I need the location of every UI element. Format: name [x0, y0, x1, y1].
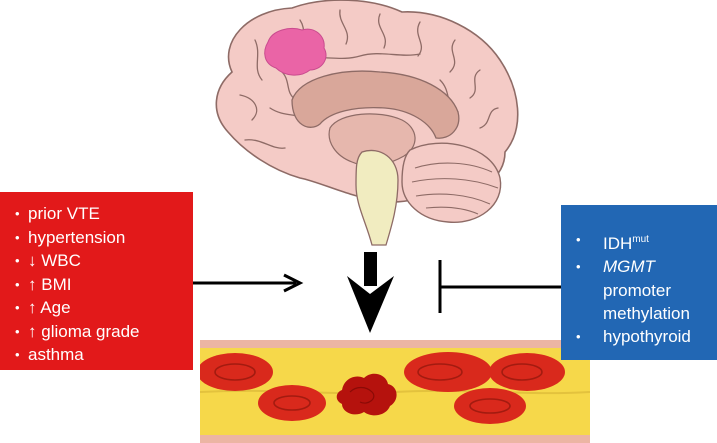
- thalamus: [328, 113, 416, 167]
- blood-clot: [336, 373, 397, 416]
- inhibition-bar: [438, 260, 561, 313]
- risk-item: hypertension: [15, 226, 193, 250]
- risk-arrow: [193, 273, 304, 293]
- vessel-wall-top: [200, 340, 590, 348]
- risk-item: ↓ WBC: [15, 249, 193, 273]
- risk-item: ↑ glioma grade: [15, 320, 193, 344]
- protective-factors-list: IDHmut MGMT promoter methylation hypothy…: [561, 205, 717, 349]
- risk-item: ↑ BMI: [15, 273, 193, 297]
- blood-vessel-illustration: [200, 340, 590, 443]
- glioma-tumor: [264, 28, 327, 76]
- corpus-callosum: [291, 70, 460, 139]
- protective-item-mgmt-line2: promoter: [603, 280, 672, 300]
- brainstem: [355, 149, 399, 246]
- protective-item-hypothyroid: hypothyroid: [576, 325, 717, 349]
- down-arrow: [347, 252, 394, 333]
- risk-item: prior VTE: [15, 202, 193, 226]
- risk-item: ↑ Age: [15, 296, 193, 320]
- risk-item: asthma: [15, 343, 193, 367]
- red-blood-cells: [200, 352, 565, 424]
- cerebellum: [401, 142, 502, 223]
- protective-item-idh: IDHmut: [576, 228, 717, 255]
- protective-item-mgmt: MGMT: [576, 255, 717, 279]
- risk-factors-list: prior VTE hypertension ↓ WBC ↑ BMI ↑ Age…: [0, 192, 193, 367]
- vessel-wall-bottom: [200, 435, 590, 443]
- risk-factors-box: prior VTE hypertension ↓ WBC ↑ BMI ↑ Age…: [0, 192, 193, 370]
- protective-item-mgmt-line3: methylation: [603, 303, 690, 323]
- protective-factors-box: IDHmut MGMT promoter methylation hypothy…: [561, 205, 717, 360]
- brain-illustration: [215, 0, 519, 246]
